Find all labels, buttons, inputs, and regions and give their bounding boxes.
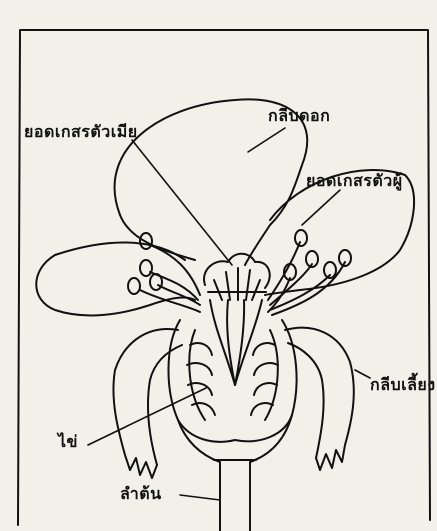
leader-stigma [132,140,232,265]
leader-sepal [355,370,370,378]
label-stem: ลำต้น [120,486,162,502]
label-ovule: ไข่ [58,434,78,450]
leader-ovule [88,388,206,445]
frame [18,30,430,525]
label-sepal: กลีบเลี้ยง [370,377,436,393]
leader-stem [180,495,220,500]
stamens-right [268,230,351,315]
label-petal: กลีบดอก [268,108,330,124]
label-anther: ยอดเกสรตัวผู้ [306,173,403,189]
stem [178,415,292,531]
label-stigma: ยอดเกสรตัวเมีย [24,124,138,140]
leader-petal [248,128,285,152]
ovary [168,320,296,442]
stamens-left [128,233,200,312]
leader-anther [302,190,340,225]
